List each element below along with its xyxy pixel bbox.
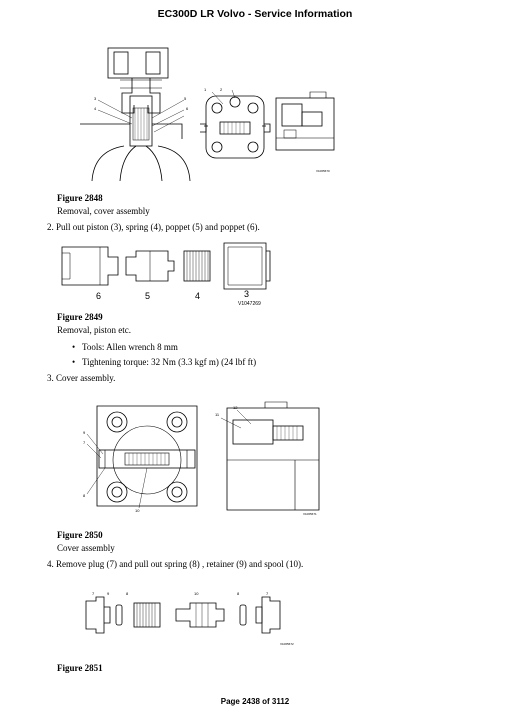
- bullet-item: Tools: Allen wrench 8 mm: [72, 342, 178, 352]
- svg-text:V1065670: V1065670: [316, 169, 330, 173]
- svg-text:2: 2: [220, 87, 223, 92]
- svg-text:6: 6: [96, 291, 101, 301]
- svg-text:10: 10: [135, 508, 140, 513]
- svg-text:8: 8: [126, 591, 129, 596]
- figure-2849-illustration: 6 5 4 3 V1047269: [61, 242, 271, 307]
- svg-text:V1047269: V1047269: [238, 301, 261, 307]
- svg-text:4: 4: [94, 106, 97, 111]
- page-footer: Page 2438 of 3112: [220, 697, 290, 706]
- step-text: 2. Pull out piston (3), spring (4), popp…: [47, 222, 260, 232]
- figure-description: Removal, cover assembly: [57, 206, 150, 216]
- svg-text:V1065672: V1065672: [280, 642, 294, 646]
- figure-2848-illustration: 1 2 3 4 5 6 V1065670: [80, 47, 335, 181]
- figure-caption: Figure 2850: [57, 530, 103, 540]
- svg-text:7: 7: [92, 591, 95, 596]
- svg-text:9: 9: [83, 430, 86, 435]
- page-header: EC300D LR Volvo - Service Information: [157, 8, 353, 20]
- svg-text:11: 11: [215, 412, 220, 417]
- figure-2851-illustration: 7 9 8 10 8 7 V1065672: [85, 591, 294, 646]
- svg-text:8: 8: [237, 591, 240, 596]
- svg-text:4: 4: [195, 291, 200, 301]
- figure-caption: Figure 2849: [57, 312, 103, 322]
- svg-text:10: 10: [194, 591, 199, 596]
- svg-text:8: 8: [83, 493, 86, 498]
- svg-text:5: 5: [184, 96, 187, 101]
- svg-text:9: 9: [107, 591, 110, 596]
- svg-text:12: 12: [233, 405, 238, 410]
- svg-text:3: 3: [244, 289, 249, 299]
- step-text: 4. Remove plug (7) and pull out spring (…: [47, 559, 304, 569]
- svg-text:7: 7: [266, 591, 269, 596]
- svg-text:1: 1: [204, 87, 207, 92]
- svg-text:V1065671: V1065671: [303, 512, 317, 516]
- svg-text:6: 6: [186, 106, 189, 111]
- svg-text:7: 7: [83, 440, 86, 445]
- figure-caption: Figure 2851: [57, 663, 103, 673]
- figure-caption: Figure 2848: [57, 193, 103, 203]
- figure-2850-illustration: 9 7 8 10 11 12 V1065671: [83, 401, 320, 516]
- figure-description: Cover assembly: [57, 543, 115, 553]
- svg-text:5: 5: [145, 291, 150, 301]
- figure-description: Removal, piston etc.: [57, 325, 131, 335]
- bullet-item: Tightening torque: 32 Nm (3.3 kgf m) (24…: [72, 357, 256, 367]
- step-text: 3. Cover assembly.: [47, 373, 116, 383]
- svg-text:3: 3: [94, 96, 97, 101]
